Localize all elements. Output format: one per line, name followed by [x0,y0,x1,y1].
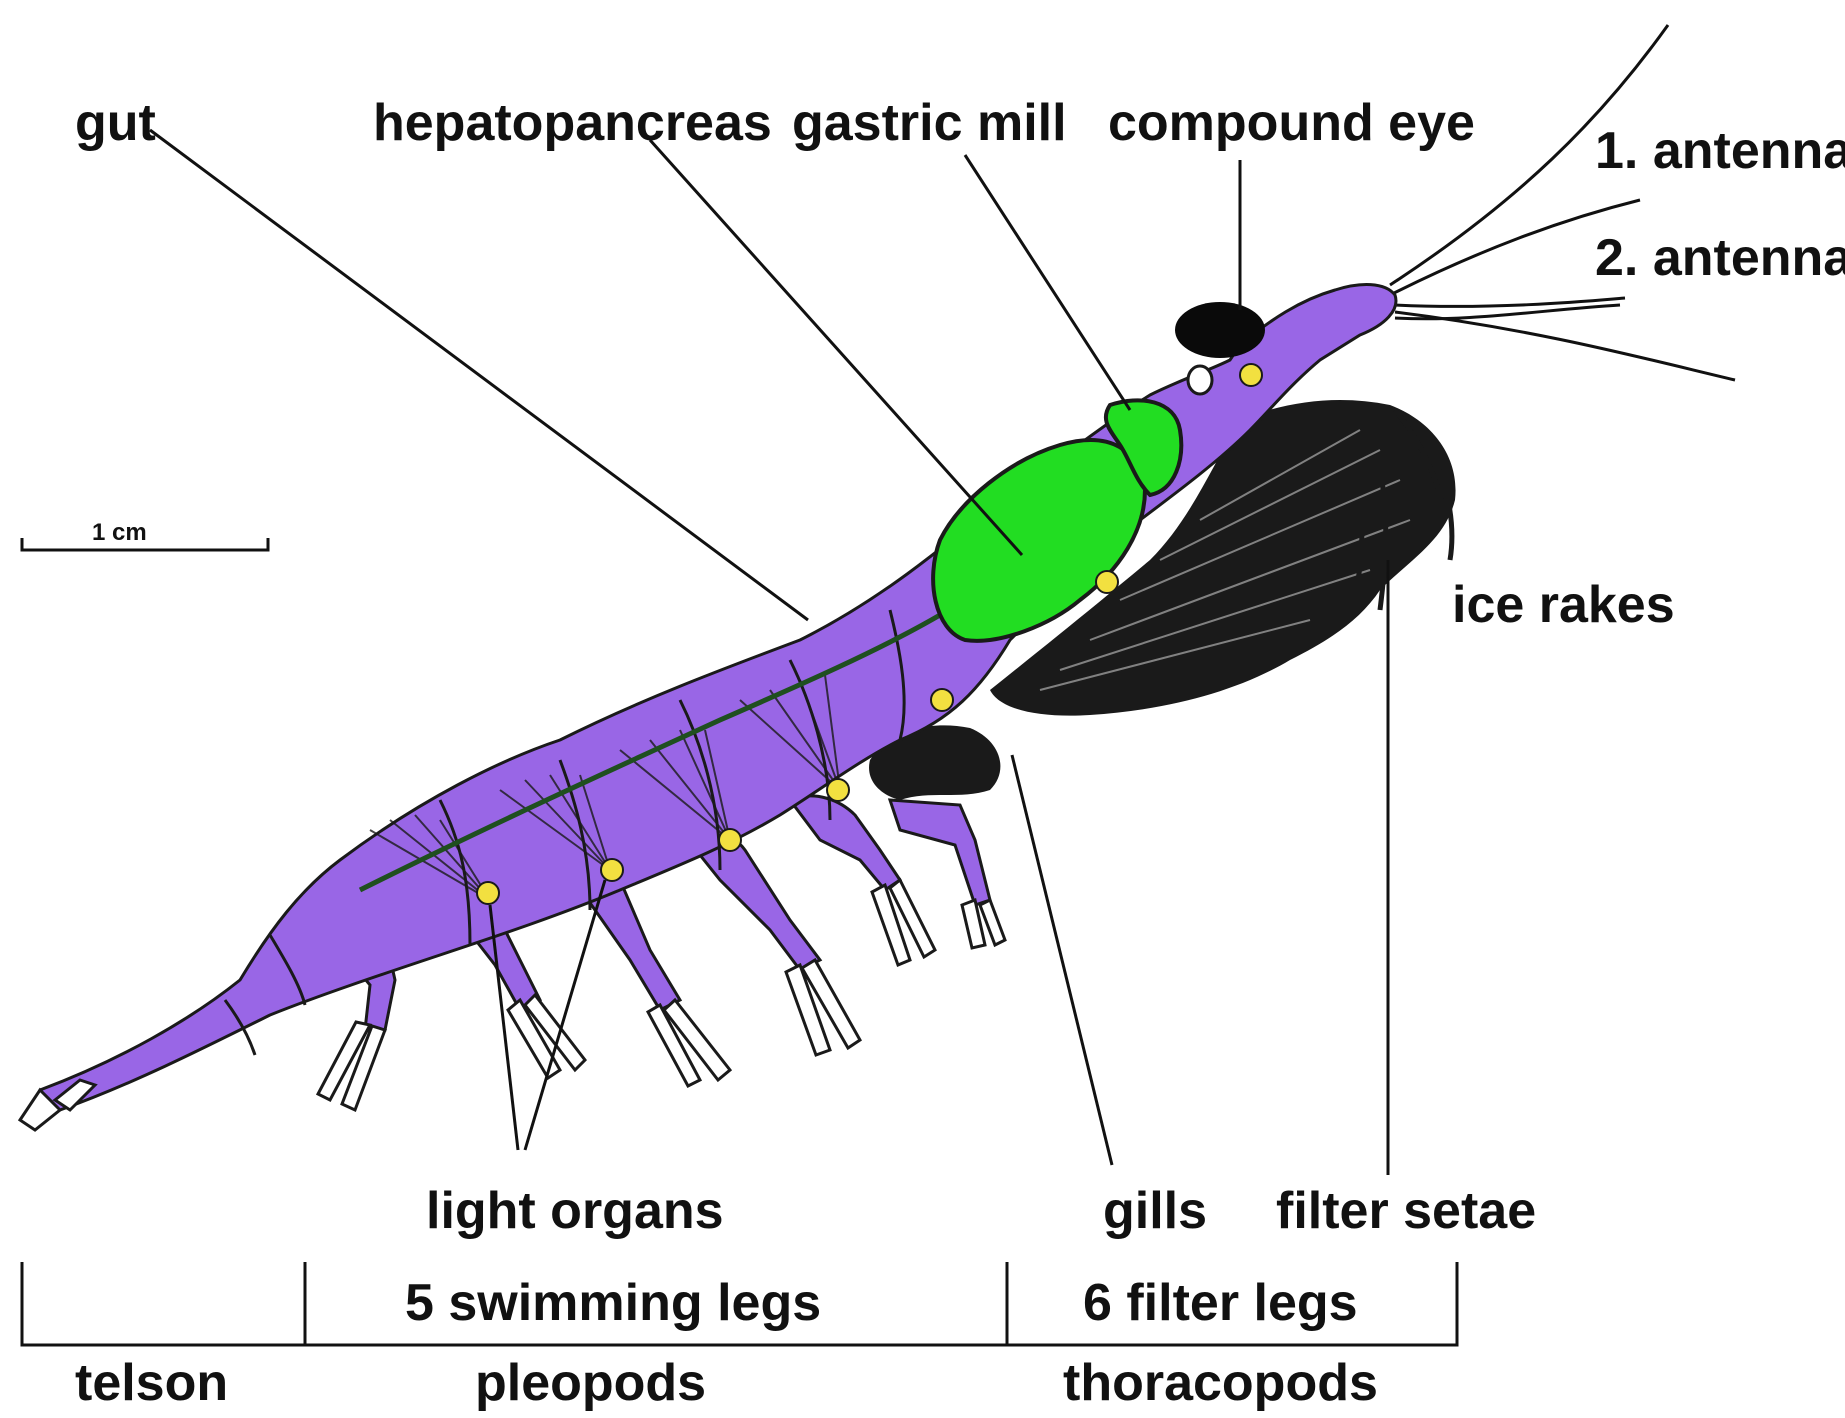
label-antenna-1: 1. antenna [1595,122,1845,180]
antenna-2-upper [1395,298,1625,306]
leader-gut [150,130,808,620]
light-organ [931,689,953,711]
scale-bar-label: 1 cm [92,519,147,546]
light-organ [719,829,741,851]
eye-stalk [1175,302,1265,358]
leader-hepatopancreas [650,140,1022,555]
leader-gills [1012,755,1112,1165]
krill-body [20,285,1396,1130]
label-compound-eye: compound eye [1108,94,1475,152]
label-filter-legs: 6 filter legs [1083,1274,1358,1332]
scale-bar: 1 cm [22,519,268,550]
label-ice-rakes: ice rakes [1452,576,1675,634]
label-light-organs: light organs [426,1182,724,1240]
light-organ [1240,364,1262,386]
light-organ [827,779,849,801]
label-hepatopancreas: hepatopancreas [373,94,772,152]
antennae [1390,25,1735,380]
label-pleopods: pleopods [475,1354,706,1412]
label-filter-setae: filter setae [1276,1182,1536,1240]
bracket-telson [22,1262,305,1345]
label-thoracopods: thoracopods [1063,1354,1378,1412]
antenna-2-lower [1395,312,1735,380]
light-organ [477,882,499,904]
label-gills: gills [1103,1182,1207,1240]
label-telson: telson [75,1354,228,1412]
label-gastric-mill: gastric mill [792,94,1067,152]
label-gut: gut [75,94,156,152]
leader-gastric-mill [965,155,1130,410]
light-organ [1096,571,1118,593]
light-organ [601,859,623,881]
label-swimming-legs: 5 swimming legs [405,1274,821,1332]
label-antenna-2: 2. antenna [1595,229,1845,287]
filter-leg-front-tip [962,900,1005,948]
pleopod-3 [680,826,860,1055]
eye-pupil [1188,366,1212,394]
